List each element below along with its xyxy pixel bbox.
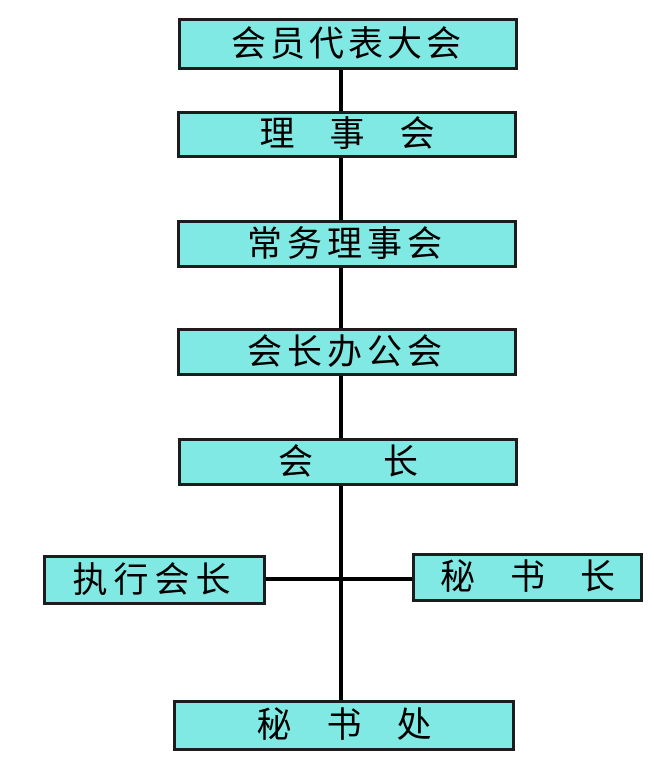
node-executive-president: 执行会长 <box>43 555 266 605</box>
node-president: 会 长 <box>178 438 518 486</box>
connector-congress-council <box>339 70 343 111</box>
connector-president-secretariat <box>339 486 343 700</box>
connector-standing-office <box>339 268 343 328</box>
connector-executive-secretarygeneral <box>266 577 412 581</box>
node-standing-council: 常务理事会 <box>177 220 517 268</box>
node-member-congress: 会员代表大会 <box>178 18 518 70</box>
connector-office-president <box>339 376 343 438</box>
node-secretariat: 秘 书 处 <box>173 700 515 751</box>
node-president-office: 会长办公会 <box>177 328 517 376</box>
node-council: 理 事 会 <box>177 111 517 158</box>
node-secretary-general: 秘 书 长 <box>412 553 643 602</box>
connector-council-standing <box>339 158 343 220</box>
